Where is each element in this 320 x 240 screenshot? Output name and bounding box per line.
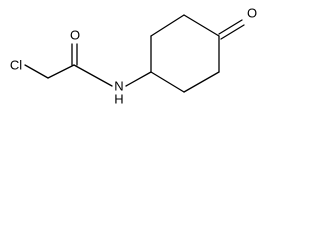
- chemical-structure-diagram: Cl O N H O: [10, 6, 257, 107]
- ring-bond-3: [183, 14, 220, 37]
- ring-bond-5: [183, 71, 220, 93]
- ring-bond-2: [150, 14, 185, 37]
- bond-nitrogen-ring: [125, 71, 152, 87]
- nitrogen-atom-label: N: [114, 79, 123, 94]
- ketone-oxygen-atom-label: O: [247, 6, 257, 21]
- ring-bond-6: [150, 71, 185, 93]
- bond-ketone-double-b: [220, 24, 245, 40]
- bond-ketone-double-a: [218, 19, 243, 35]
- amide-oxygen-atom-label: O: [70, 28, 80, 43]
- chlorine-atom-label: Cl: [10, 58, 22, 73]
- bond-ch2-carbonyl: [47, 64, 75, 79]
- bond-carbonyl-nitrogen: [73, 64, 113, 87]
- nitrogen-hydrogen-label: H: [114, 92, 123, 107]
- bond-cl-ch2: [24, 64, 49, 79]
